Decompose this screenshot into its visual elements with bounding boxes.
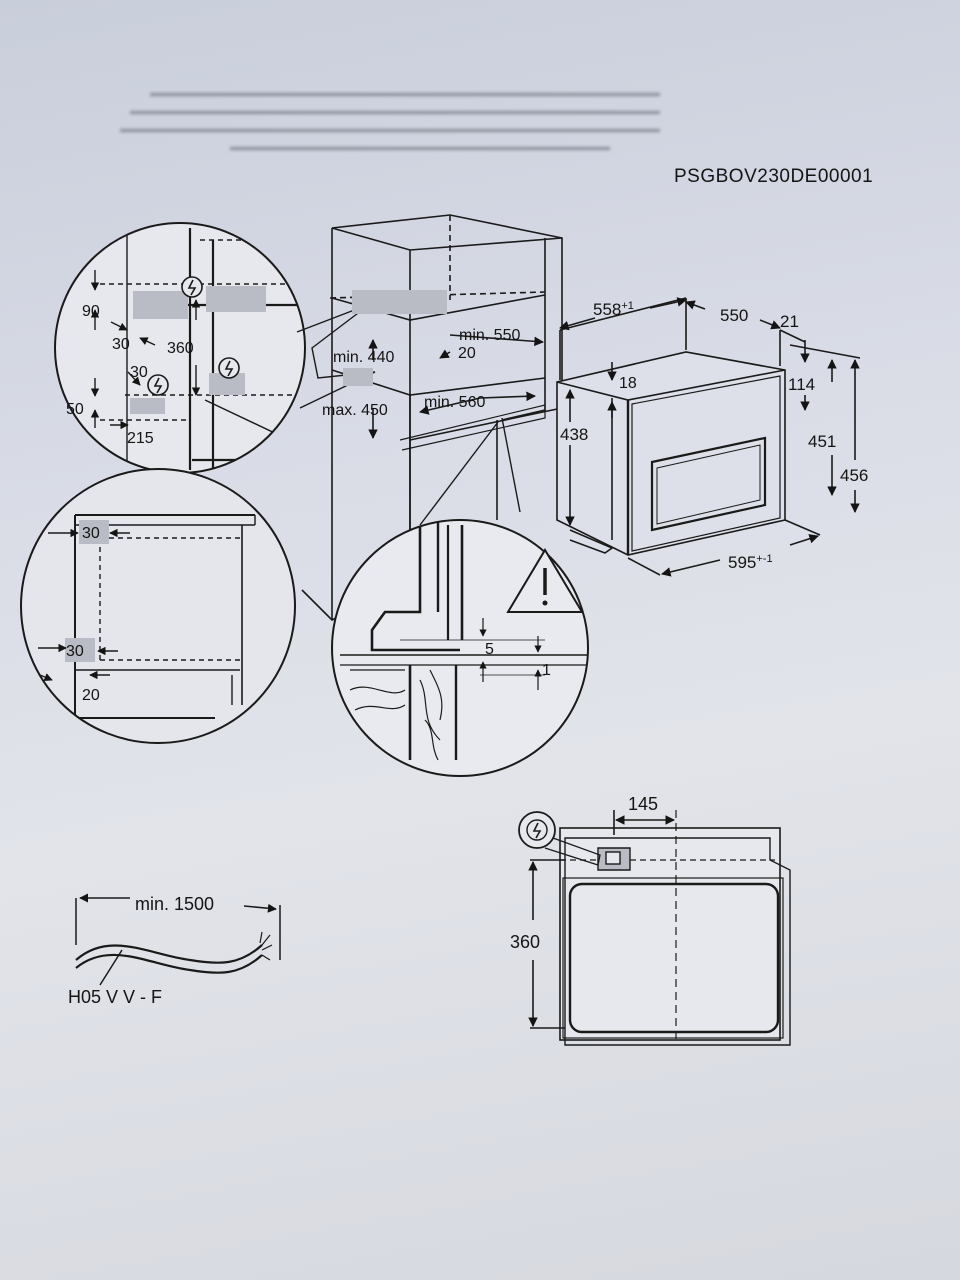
detail-circle-top: 90 30 360 30 50 215 (54, 222, 306, 474)
dim-558: 558+1 (593, 300, 634, 319)
cable-length-label: min. 1500 (135, 894, 214, 914)
warning-triangle-icon (506, 548, 584, 613)
dim-5: 5 (485, 641, 494, 658)
blurred-text-line: ▬▬▬▬▬▬▬▬▬▬▬▬▬▬▬▬▬▬▬▬▬▬▬▬▬▬▬▬▬▬▬▬▬▬▬▬▬▬▬▬… (150, 88, 660, 99)
dim-max-450: max. 450 (322, 402, 388, 419)
dim-30: 30 (112, 336, 130, 353)
electric-bolt-icon (181, 276, 203, 298)
dim-456: 456 (840, 466, 868, 485)
oven-drawing (556, 297, 861, 577)
cable-type-label: H05 V V - F (68, 987, 162, 1007)
dim-215: 215 (127, 430, 154, 447)
dim-145: 145 (628, 794, 658, 814)
dim-595: 595+-1 (728, 553, 773, 572)
blurred-text-line: ▬▬▬▬▬▬▬▬▬▬▬▬▬▬▬▬▬▬▬▬▬▬▬▬▬▬▬▬▬▬▬▬▬▬▬▬▬▬▬▬… (130, 106, 660, 117)
dim-min-550: min. 550 (459, 327, 520, 344)
dim-30: 30 (130, 364, 148, 381)
dim-20: 20 (458, 345, 476, 362)
dim-21: 21 (780, 312, 799, 331)
electric-bolt-icon (218, 357, 240, 379)
dim-90: 90 (82, 303, 100, 320)
dim-18: 18 (619, 375, 637, 392)
dim-451: 451 (808, 432, 836, 451)
dim-550: 550 (720, 306, 748, 325)
cable-drawing (75, 893, 281, 986)
electric-bolt-icon (518, 811, 556, 849)
electric-bolt-icon (147, 374, 169, 396)
dim-min-560: min. 560 (424, 394, 485, 411)
detail-circle-floor: 5 1 (331, 519, 589, 777)
blurred-text-line: ▬▬▬▬▬▬▬▬▬▬▬▬▬▬▬▬▬▬▬▬▬▬▬▬▬▬▬▬▬▬▬▬▬▬▬▬▬▬▬▬… (120, 124, 660, 135)
model-code: PSGBOV230DE00001 (674, 166, 874, 187)
dim-438: 438 (560, 425, 588, 444)
dim-min-440: min. 440 (333, 349, 394, 366)
dim-50: 50 (66, 401, 84, 418)
dim-30: 30 (82, 525, 100, 542)
dim-360: 360 (167, 340, 194, 357)
dim-30: 30 (66, 643, 84, 660)
dim-20: 20 (82, 687, 100, 704)
dim-1: 1 (542, 662, 551, 679)
detail-circle-side: 30 30 20 (20, 468, 296, 744)
dim-360: 360 (510, 932, 540, 952)
oven-front-view (528, 810, 791, 1046)
blurred-text-line: ▬▬▬▬▬▬▬▬▬▬▬▬▬▬▬▬▬▬▬▬▬▬▬▬▬▬▬▬▬▬▬▬▬▬▬▬▬▬ (230, 142, 610, 153)
dim-114: 114 (788, 375, 815, 394)
